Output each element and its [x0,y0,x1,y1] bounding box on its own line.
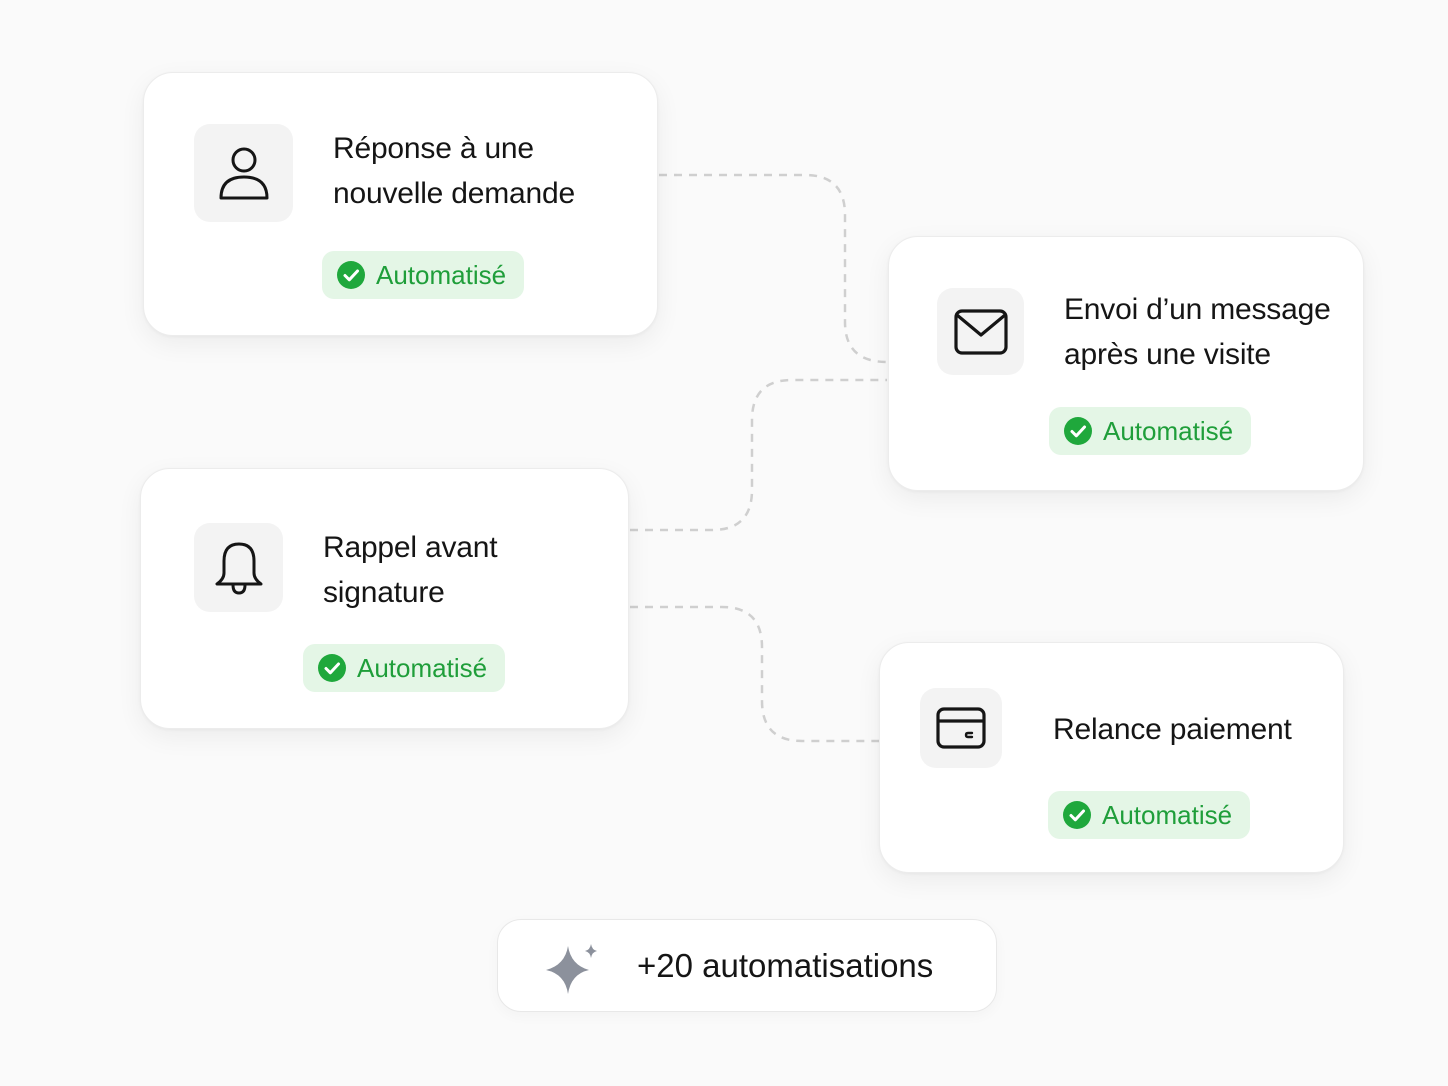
status-badge-label: Automatisé [1103,415,1234,446]
sparkle-icon [546,944,597,994]
check-circle-icon [1063,801,1091,829]
automation-card-payment-reminder[interactable]: Relance paiement Automatisé [879,642,1344,873]
card-title: Rappel avant signature [323,525,498,615]
more-automations-label: +20 automatisations [637,947,934,984]
status-badge: Automatisé [1049,407,1252,455]
automation-card-signature-reminder[interactable]: Rappel avant signature Automatisé [140,468,629,729]
icon-container [937,288,1024,375]
card-title-line-2: signature [323,576,445,609]
bell-icon [215,542,262,595]
status-badge: Automatisé [322,251,525,299]
check-circle-icon [318,654,346,682]
connector-reminder-to-message [630,378,887,532]
automation-card-new-request[interactable]: Réponse à une nouvelle demande Automatis… [143,72,658,336]
card-title-line-1: Réponse à une [333,132,534,165]
connector-response-to-message [659,173,888,364]
card-title: Relance paiement [1053,707,1292,752]
card-title: Envoi d’un message après une visite [1064,287,1331,377]
icon-container [920,688,1002,768]
automation-card-post-visit-message[interactable]: Envoi d’un message après une visite Auto… [888,236,1364,491]
status-badge: Automatisé [303,644,506,692]
status-badge: Automatisé [1048,791,1251,839]
mail-icon [953,308,1008,355]
icon-container [194,523,283,612]
icon-container [194,124,293,222]
card-title-line-1: Relance paiement [1053,713,1292,746]
user-icon [219,147,268,200]
card-title-line-2: après une visite [1064,338,1271,371]
connector-reminder-to-payment [630,605,880,743]
wallet-icon [936,707,986,749]
check-circle-icon [1064,417,1092,445]
status-badge-label: Automatisé [376,259,507,290]
more-automations-button[interactable]: +20 automatisations [497,919,997,1012]
card-title-line-1: Envoi d’un message [1064,293,1331,326]
status-badge-label: Automatisé [357,652,488,683]
card-title-line-2: nouvelle demande [333,177,575,210]
status-badge-label: Automatisé [1102,799,1233,830]
card-title-line-1: Rappel avant [323,531,498,564]
card-title: Réponse à une nouvelle demande [333,126,575,216]
check-circle-icon [337,261,365,289]
